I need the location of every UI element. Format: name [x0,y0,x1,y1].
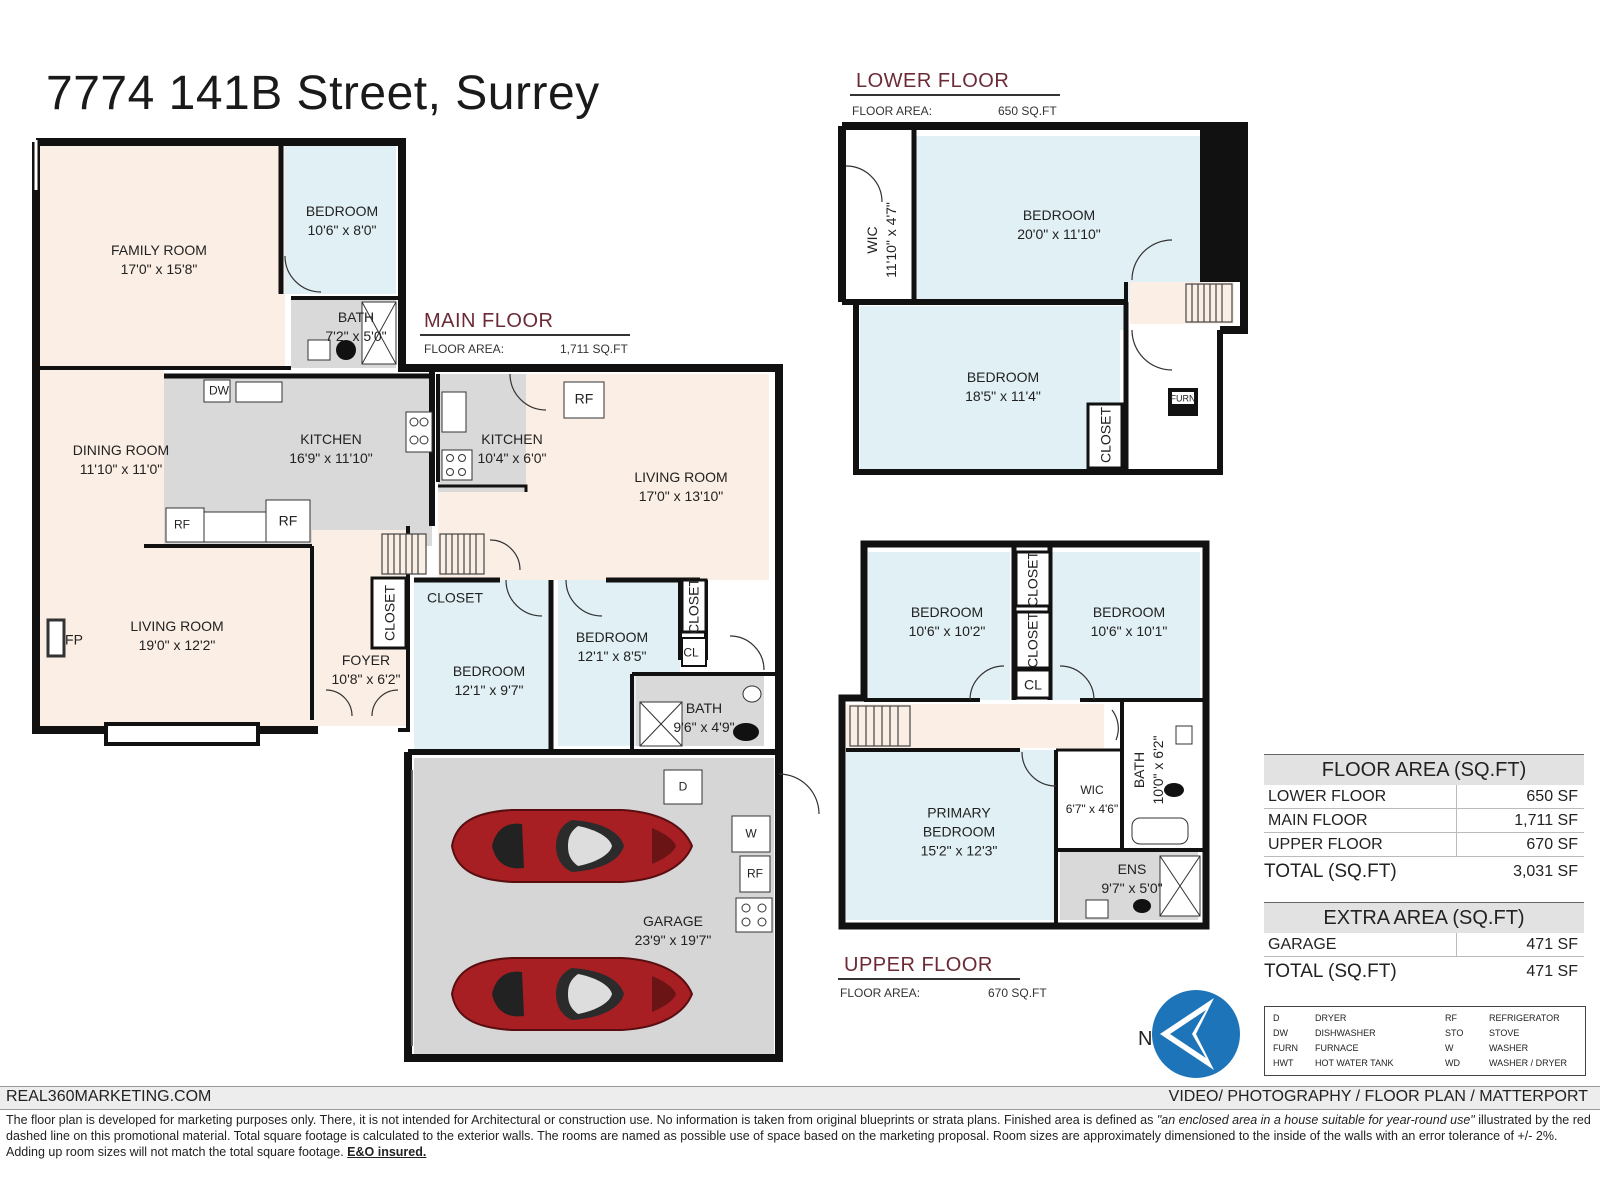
north-compass-icon [1152,990,1240,1078]
lower-floor-area-label: FLOOR AREA: [852,104,933,118]
closet-label-3: CLOSET [685,577,702,635]
living-room-west-area [40,546,312,726]
dryer-label: D [678,779,688,794]
north-label: N [1138,1028,1153,1050]
lower-closet-label: CLOSET [1097,406,1114,464]
footer-website-link[interactable]: REAL360MARKETING.COM [6,1088,212,1105]
rf-label-3: RF [574,390,594,407]
upper-floor-underline [838,978,1020,980]
washer-label: W [745,826,757,841]
disclaimer-text: The floor plan is developed for marketin… [6,1113,1591,1159]
rf-label-1: RF [174,517,190,532]
main-floor-area-value: 1,711 SQ.FT [560,342,628,356]
main-floor-underline [420,334,630,336]
main-floor-header: MAIN FLOOR [424,310,554,332]
furn-label: FURN [1170,393,1196,404]
floor-area-header: FLOOR AREA (SQ.FT) [1264,754,1584,785]
area-total-row: TOTAL (SQ.FT)3,031 SF [1264,861,1578,882]
rf-garage-label: RF [747,866,763,881]
bedroom-area [285,146,396,294]
fp-label: FP [65,631,83,648]
footer-services: VIDEO/ PHOTOGRAPHY / FLOOR PLAN / MATTER… [1168,1088,1588,1105]
footer-bar [0,1086,1600,1110]
closet-label-2: CLOSET [381,584,398,642]
lower-floor-header: LOWER FLOOR [856,70,1010,92]
lower-floor-area-value: 650 SQ.FT [998,104,1057,118]
bedroom-s1-area [414,580,551,752]
cl-label-main: CL [683,645,699,660]
extra-total-row: TOTAL (SQ.FT)471 SF [1264,961,1578,982]
lower-floor-underline [850,94,1060,96]
stairs-main [381,533,485,575]
closet-label-1: CLOSET [426,589,484,606]
main-floor-area-label: FLOOR AREA: [424,342,505,356]
page-title: 7774 141B Street, Surrey [46,67,600,120]
rf-label-2: RF [278,512,298,529]
upper-floor-header: UPPER FLOOR [844,954,993,976]
upper-floor-plan [838,540,1210,930]
lower-floor-plan [838,122,1248,475]
extra-area-header: EXTRA AREA (SQ.FT) [1264,902,1584,933]
main-floor-plan [32,138,820,1062]
upper-floor-area-label: FLOOR AREA: [840,986,921,1000]
upper-closet-1-label: CLOSET [1024,550,1041,608]
upper-cl-label: CL [1024,676,1042,693]
upper-floor-area-value: 670 SQ.FT [988,986,1047,1000]
upper-closet-2-label: CLOSET [1024,611,1041,669]
doors-main [284,255,820,815]
family-room-area [40,146,285,368]
dining-room-area [40,368,164,546]
dw-label: DW [209,383,229,398]
